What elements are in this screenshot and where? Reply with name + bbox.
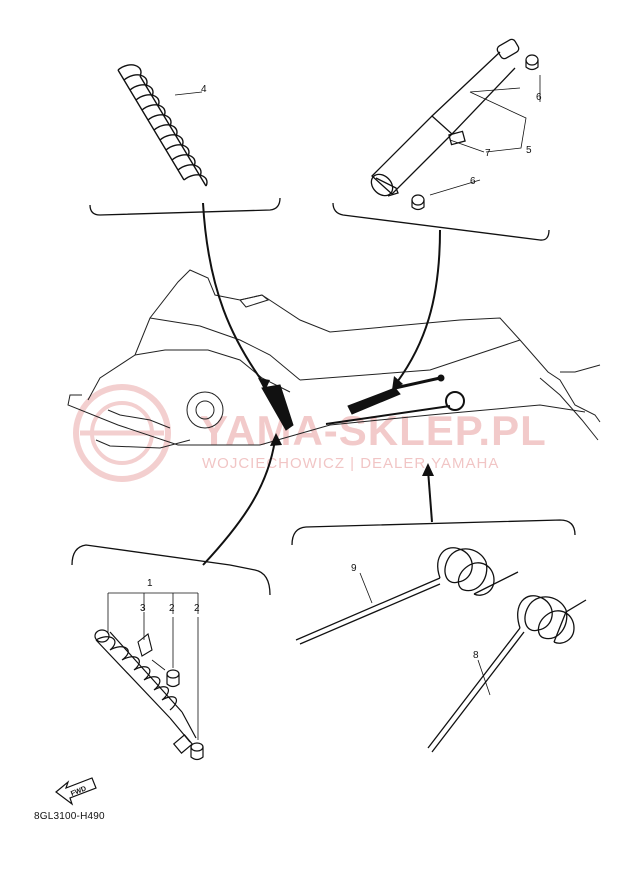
bracket-rear-damper <box>332 202 550 241</box>
arrow-heads <box>258 376 434 476</box>
installed-rear-damper <box>347 374 445 415</box>
spring-part-4 <box>117 64 208 187</box>
pointer-arrows <box>202 202 441 566</box>
bracket-springs <box>291 519 576 546</box>
watermark: YAMA-SKLEP.PL WOJCIECHOWICZ | DEALER YAM… <box>73 384 547 482</box>
collar-part-6b <box>411 194 425 211</box>
installed-front-shock <box>261 384 294 431</box>
callout-1: 1 <box>147 578 153 589</box>
bracket-spring <box>89 197 281 216</box>
callout-7: 7 <box>485 148 491 159</box>
watermark-logo <box>73 384 171 482</box>
callout-9: 9 <box>351 563 357 574</box>
callout-2-left: 2 <box>169 603 175 614</box>
callout-8: 8 <box>473 650 479 661</box>
callout-4: 4 <box>201 84 207 95</box>
callout-5: 5 <box>526 145 532 156</box>
drawing-code: 8GL3100-H490 <box>34 811 105 822</box>
bracket-front-shock <box>71 544 271 596</box>
callout-6-top: 6 <box>536 92 542 103</box>
collar-part-6a <box>525 54 539 71</box>
callout-3: 3 <box>140 603 146 614</box>
leader-lines-top <box>429 75 541 196</box>
callout-2-right: 2 <box>194 603 200 614</box>
rear-damper-part-5 <box>370 38 520 197</box>
torsion-spring-part-8 <box>427 595 587 753</box>
callout-6-bottom: 6 <box>470 176 476 187</box>
bushing-part-2a <box>166 669 180 688</box>
bushing-part-2b <box>190 742 204 761</box>
watermark-text: YAMA-SKLEP.PL <box>200 407 547 454</box>
installed-springs <box>325 391 465 425</box>
front-shock-part-1 <box>94 629 197 754</box>
label-part-3 <box>137 633 153 657</box>
leader-lines-bottom-left <box>107 592 199 740</box>
watermark-subtext: WOJCIECHOWICZ | DEALER YAMAHA <box>202 455 499 472</box>
fwd-arrow-icon: FWD <box>55 777 97 806</box>
torsion-spring-part-9 <box>295 547 519 645</box>
